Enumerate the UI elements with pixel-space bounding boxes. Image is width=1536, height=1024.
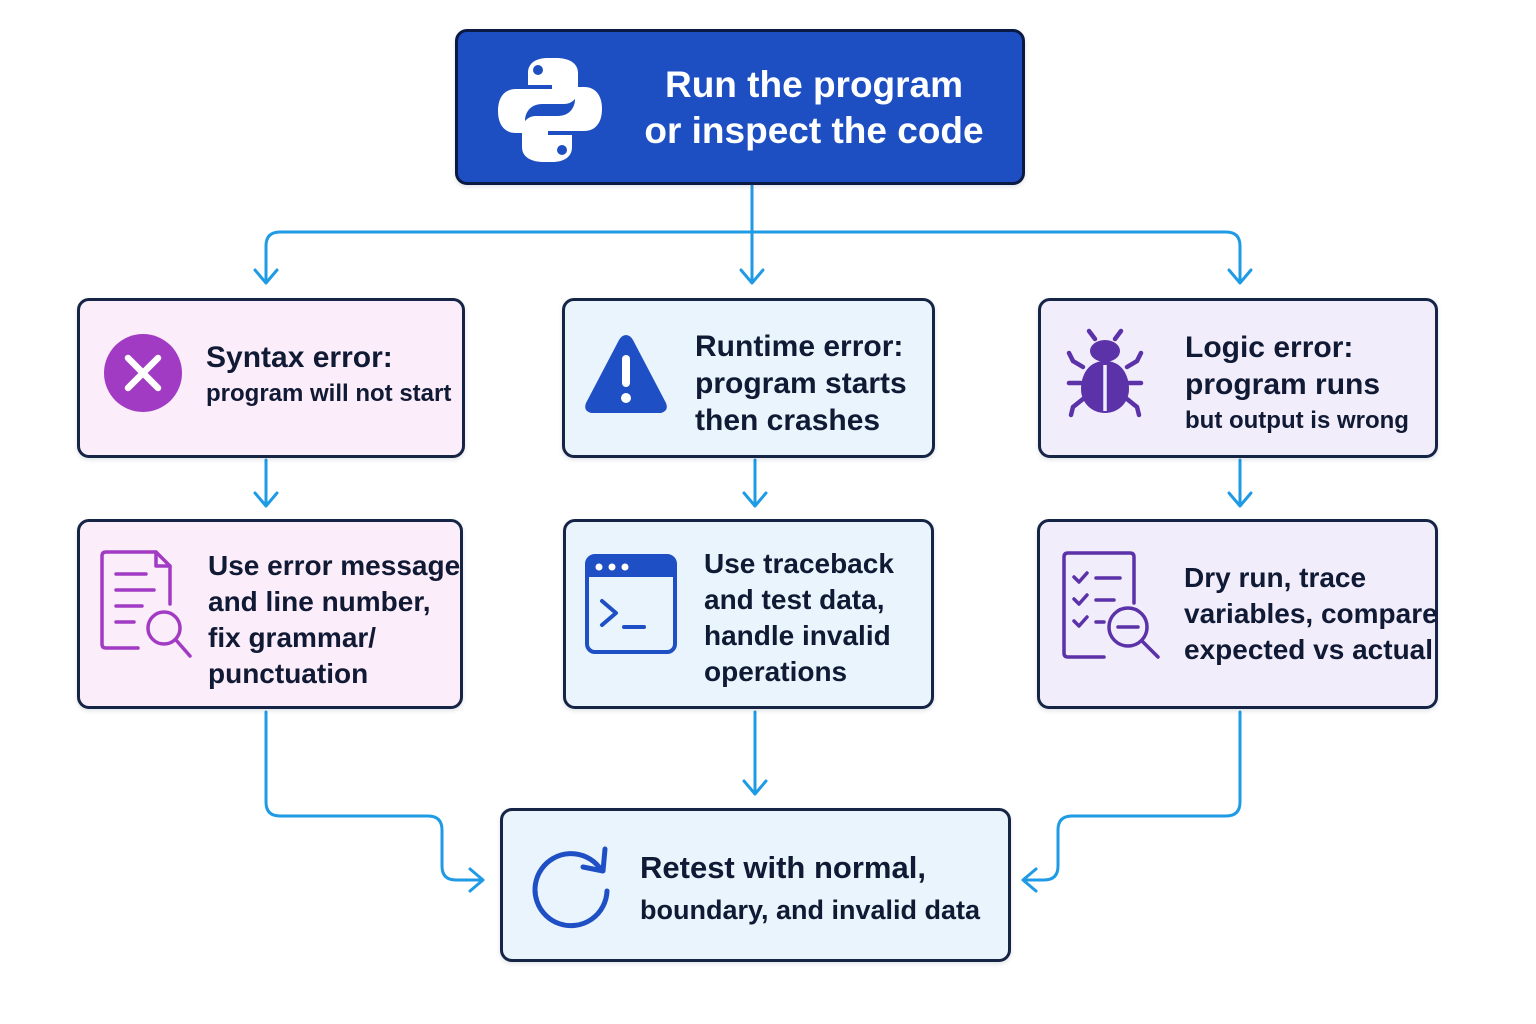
logic-fix-text: Dry run, trace variables, compare expect… xyxy=(1184,560,1438,668)
syntax-fix-line-1: Use error message xyxy=(208,550,461,581)
arrowhead-runtime xyxy=(739,268,765,285)
logic-error-line-1: program runs xyxy=(1185,368,1381,401)
syntax-error-title: Syntax error: xyxy=(206,341,393,374)
logic-fix-line-1: Dry run, trace xyxy=(1184,562,1367,593)
syntax-error-node: Syntax error: program will not start xyxy=(77,298,465,458)
runtime-error-line-1: program starts xyxy=(695,367,907,400)
connector-syntax-fix xyxy=(253,458,279,508)
syntax-fix-line-3: fix grammar/ xyxy=(208,622,377,653)
start-line-2: or inspect the code xyxy=(644,110,984,151)
syntax-error-line-1: program will not start xyxy=(206,380,452,407)
syntax-error-text: Syntax error: program will not start xyxy=(206,339,451,412)
logic-error-node: Logic error: program runs but output is … xyxy=(1038,298,1438,458)
runtime-fix-node: Use traceback and test data, handle inva… xyxy=(563,519,934,709)
retest-node: Retest with normal, boundary, and invali… xyxy=(500,808,1011,962)
x-circle-icon xyxy=(104,334,182,412)
connector-runtime-retest xyxy=(742,710,768,796)
checklist-search-icon xyxy=(1062,551,1160,659)
logic-fix-node: Dry run, trace variables, compare expect… xyxy=(1037,519,1438,709)
runtime-error-node: Runtime error: program starts then crash… xyxy=(562,298,935,458)
runtime-fix-line-3: handle invalid xyxy=(704,620,891,651)
syntax-fix-line-2: and line number, xyxy=(208,586,431,617)
runtime-fix-line-1: Use traceback xyxy=(704,548,894,579)
start-node-text: Run the program or inspect the code xyxy=(608,62,1020,154)
arrowhead-syntax xyxy=(253,268,279,285)
connector-runtime-fix xyxy=(742,458,768,508)
refresh-icon xyxy=(532,846,610,929)
connector-logic-retest xyxy=(1021,710,1242,893)
runtime-fix-line-2: and test data, xyxy=(704,584,885,615)
logic-error-title: Logic error: xyxy=(1185,331,1354,364)
logic-error-line-2: but output is wrong xyxy=(1185,407,1409,434)
runtime-error-text: Runtime error: program starts then crash… xyxy=(695,328,907,439)
start-line-1: Run the program xyxy=(664,64,964,105)
arrowhead-logic xyxy=(1227,268,1253,285)
connector-syntax-retest xyxy=(264,710,485,893)
runtime-error-line-2: then crashes xyxy=(695,404,881,437)
logic-fix-line-3: expected vs actual xyxy=(1184,634,1434,665)
connector-start-branch xyxy=(264,184,1242,284)
terminal-window-icon xyxy=(585,554,677,654)
runtime-fix-line-4: operations xyxy=(704,656,848,687)
syntax-fix-text: Use error message and line number, fix g… xyxy=(208,548,460,692)
logic-fix-line-2: variables, compare xyxy=(1184,598,1438,629)
syntax-fix-line-4: punctuation xyxy=(208,658,369,689)
retest-line-2: boundary, and invalid data xyxy=(640,895,981,925)
retest-text: Retest with normal, boundary, and invali… xyxy=(640,847,980,931)
syntax-fix-node: Use error message and line number, fix g… xyxy=(77,519,463,709)
bug-icon xyxy=(1066,328,1144,418)
runtime-fix-text: Use traceback and test data, handle inva… xyxy=(704,546,894,690)
python-logo-icon xyxy=(498,58,602,162)
document-search-icon xyxy=(100,550,192,658)
runtime-error-title: Runtime error: xyxy=(695,330,904,363)
logic-error-text: Logic error: program runs but output is … xyxy=(1185,329,1409,439)
retest-line-1: Retest with normal, xyxy=(640,850,926,885)
warning-triangle-icon xyxy=(585,335,667,413)
connector-logic-fix xyxy=(1227,458,1253,508)
start-node: Run the program or inspect the code xyxy=(455,29,1025,185)
